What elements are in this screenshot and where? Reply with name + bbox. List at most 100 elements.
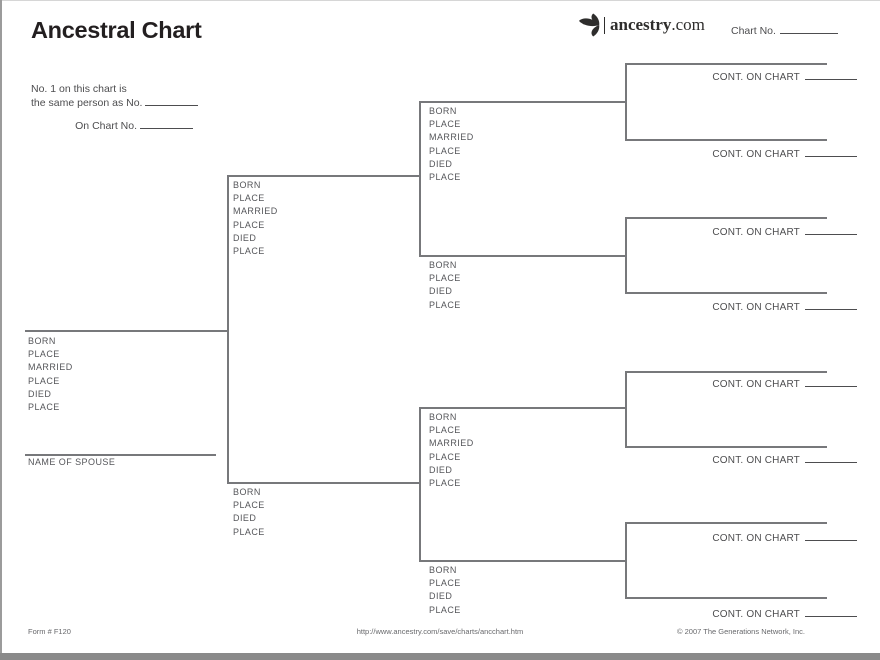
spouse-name-line xyxy=(25,454,216,456)
cont-on-chart-row-8: CONT. ON CHART xyxy=(625,70,857,83)
field-label: PLACE xyxy=(429,145,461,156)
field-label: BORN xyxy=(429,565,457,575)
cont-on-chart-row-10: CONT. ON CHART xyxy=(625,225,857,238)
person11-line xyxy=(625,292,827,294)
field-label: PLACE xyxy=(28,375,60,386)
cont-chart-blank-line xyxy=(805,453,857,463)
cont-on-chart-row-12: CONT. ON CHART xyxy=(625,377,857,390)
gen4-bracket-1-connector xyxy=(625,63,627,141)
field-label: DIED xyxy=(233,232,257,243)
ancestry-logo: ancestry.com xyxy=(578,13,705,37)
cont-on-chart-label: CONT. ON CHART xyxy=(712,72,800,83)
cont-on-chart-label: CONT. ON CHART xyxy=(712,379,800,390)
person3-mother-fields: BORN PLACE DIED PLACE xyxy=(233,486,265,539)
chart-no-row: Chart No. xyxy=(731,24,838,37)
field-label: DIED xyxy=(429,158,453,169)
page-left-edge xyxy=(0,0,2,660)
cont-on-chart-row-13: CONT. ON CHART xyxy=(625,453,857,466)
field-label: MARRIED xyxy=(233,206,278,217)
cont-on-chart-label: CONT. ON CHART xyxy=(712,227,800,238)
person8-line xyxy=(625,63,827,65)
person4-grandfather-line xyxy=(419,101,627,103)
footer-url: http://www.ancestry.com/save/charts/ancc… xyxy=(356,627,524,636)
field-label: PLACE xyxy=(429,451,461,462)
form-number: Form # F120 xyxy=(28,627,71,636)
field-label: DIED xyxy=(429,591,453,602)
instruction-line-1: No. 1 on this chart is xyxy=(31,83,127,95)
cont-chart-blank-line xyxy=(805,531,857,541)
window-bottom-bar xyxy=(0,653,880,660)
field-label: PLACE xyxy=(429,478,461,489)
cont-on-chart-label: CONT. ON CHART xyxy=(712,609,800,620)
person14-line xyxy=(625,522,827,524)
field-label: PLACE xyxy=(28,402,60,413)
same-person-blank-line xyxy=(145,96,199,106)
instruction-line-3: On Chart No. xyxy=(31,119,193,132)
field-label: PLACE xyxy=(233,526,265,537)
instruction-line-2: the same person as No. xyxy=(31,96,199,109)
field-label: PLACE xyxy=(429,172,461,183)
person6-grandfather-line xyxy=(419,407,627,409)
field-label: BORN xyxy=(233,180,261,190)
person7-grandmother-line xyxy=(419,560,627,562)
field-label: PLACE xyxy=(429,578,461,589)
cont-on-chart-label: CONT. ON CHART xyxy=(712,302,800,313)
person10-line xyxy=(625,217,827,219)
gen4-bracket-4-connector xyxy=(625,522,627,599)
person7-grandmother-fields: BORN PLACE DIED PLACE xyxy=(429,564,461,617)
footer-copyright: © 2007 The Generations Network, Inc. xyxy=(677,627,805,636)
field-label: PLACE xyxy=(233,500,265,511)
chart-no-label: Chart No. xyxy=(731,25,776,37)
page-top-edge xyxy=(0,0,880,1)
cont-chart-blank-line xyxy=(805,607,857,617)
logo-divider xyxy=(604,16,605,34)
cont-on-chart-label: CONT. ON CHART xyxy=(712,455,800,466)
field-label: MARRIED xyxy=(429,438,474,449)
person3-mother-line xyxy=(227,482,421,484)
gen4-bracket-3-connector xyxy=(625,371,627,448)
field-label: PLACE xyxy=(233,193,265,204)
cont-chart-blank-line xyxy=(805,377,857,387)
field-label: PLACE xyxy=(233,246,265,257)
field-label: PLACE xyxy=(429,299,461,310)
cont-chart-blank-line xyxy=(805,147,857,157)
gen3-bottom-connector-line xyxy=(419,407,421,562)
cont-on-chart-label: CONT. ON CHART xyxy=(712,533,800,544)
field-label: BORN xyxy=(233,487,261,497)
gen2-connector-line xyxy=(227,175,229,484)
logo-wordmark: ancestry.com xyxy=(610,13,705,37)
on-chart-no-blank-line xyxy=(140,119,193,129)
field-label: PLACE xyxy=(429,425,461,436)
field-label: BORN xyxy=(429,260,457,270)
field-label: MARRIED xyxy=(28,362,73,373)
cont-on-chart-row-11: CONT. ON CHART xyxy=(625,300,857,313)
cont-chart-blank-line xyxy=(805,225,857,235)
person2-father-line xyxy=(227,175,421,177)
gen4-bracket-2-connector xyxy=(625,217,627,294)
person6-grandfather-fields: BORN PLACE MARRIED PLACE DIED PLACE xyxy=(429,411,474,490)
cont-chart-blank-line xyxy=(805,300,857,310)
cont-on-chart-row-15: CONT. ON CHART xyxy=(625,607,857,620)
field-label: PLACE xyxy=(429,119,461,130)
page-title: Ancestral Chart xyxy=(31,17,202,43)
logo-brand-text: ancestry xyxy=(610,15,672,34)
gen3-top-connector-line xyxy=(419,101,421,257)
person5-grandmother-line xyxy=(419,255,627,257)
person9-line xyxy=(625,139,827,141)
field-label: DIED xyxy=(429,286,453,297)
field-label: PLACE xyxy=(429,604,461,615)
instruction-line-3-text: On Chart No. xyxy=(75,120,137,132)
person2-father-fields: BORN PLACE MARRIED PLACE DIED PLACE xyxy=(233,179,278,258)
cont-on-chart-row-14: CONT. ON CHART xyxy=(625,531,857,544)
ancestry-leaf-icon xyxy=(578,13,602,37)
field-label: PLACE xyxy=(28,349,60,360)
field-label: PLACE xyxy=(429,273,461,284)
cont-chart-blank-line xyxy=(805,70,857,80)
field-label: BORN xyxy=(429,412,457,422)
field-label: DIED xyxy=(233,513,257,524)
field-label: PLACE xyxy=(233,219,265,230)
field-label: DIED xyxy=(429,464,453,475)
